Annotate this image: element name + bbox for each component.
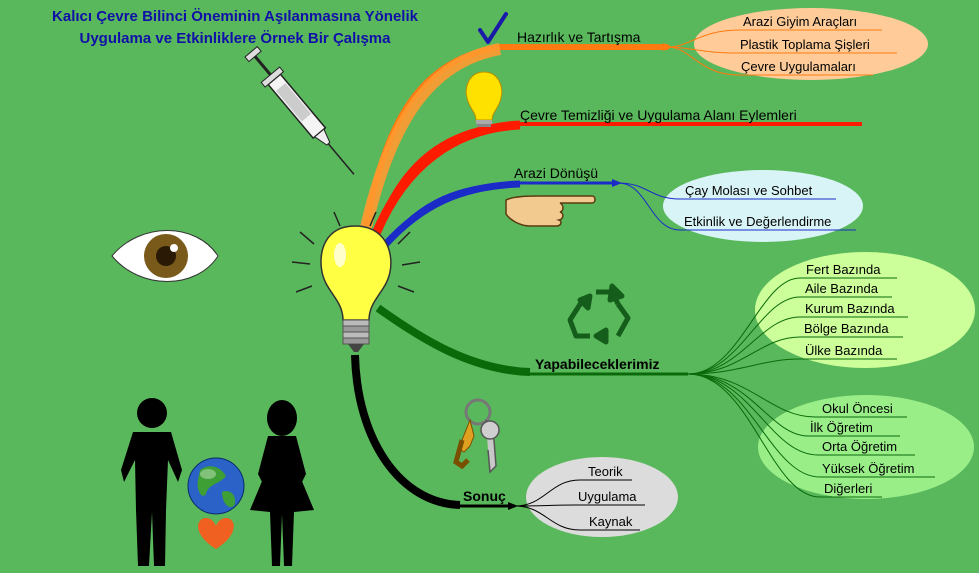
title-line-1: Kalıcı Çevre Bilinci Öneminin Aşılanması… — [52, 8, 418, 25]
yapabilecek-item: Diğerleri — [824, 481, 873, 496]
arazi-label: Arazi Dönüşü — [514, 165, 598, 181]
yapabilecek-item: Bölge Bazında — [804, 321, 889, 336]
arazi-subbranches — [617, 182, 856, 231]
sonuc-item: Teorik — [588, 464, 623, 479]
sonuc-bubble — [526, 457, 678, 537]
sonuc-item: Uygulama — [578, 489, 637, 504]
temizlik-label: Çevre Temizliği ve Uygulama Alanı Eyleml… — [520, 107, 797, 123]
small-lightbulb-icon — [465, 71, 503, 127]
woman-silhouette-icon — [250, 400, 314, 566]
yapabilecek-item: Okul Öncesi — [822, 401, 893, 416]
eye-icon — [111, 230, 219, 282]
yapabilecek-subbranches — [687, 277, 935, 498]
keys-icon — [453, 398, 500, 474]
arazi-item: Etkinlik ve Değerlendirme — [684, 214, 831, 229]
hazirlik-item: Plastik Toplama Şişleri — [740, 37, 870, 52]
hazirlik-item: Çevre Uygulamaları — [741, 59, 856, 74]
yapabilecek-item: Kurum Bazında — [805, 301, 895, 316]
yapabilecek-item: İlk Öğretim — [810, 420, 873, 435]
lightbulb-icon — [291, 211, 421, 352]
hazirlik-label: Hazırlık ve Tartışma — [517, 29, 641, 45]
diagram-title: Kalıcı Çevre Bilinci Öneminin Aşılanması… — [0, 6, 470, 50]
sonuc-item: Kaynak — [589, 514, 633, 529]
yapabilecek-item: Aile Bazında — [805, 281, 879, 296]
sonuc-label: Sonuç — [463, 488, 506, 504]
yapabilecek-bottom-bubble — [758, 395, 974, 499]
recycle-icon — [567, 283, 631, 345]
heart-icon — [198, 518, 234, 549]
yapabilecek-item: Orta Öğretim — [822, 439, 897, 454]
arazi-item: Çay Molası ve Sohbet — [685, 183, 813, 198]
yapabilecek-item: Ülke Bazında — [805, 343, 883, 358]
yapabilecek-item: Fert Bazında — [806, 262, 881, 277]
yapabilecek-top-bubble — [755, 252, 975, 368]
title-line-2: Uygulama ve Etkinliklere Örnek Bir Çalış… — [79, 30, 391, 47]
hazirlik-item: Arazi Giyim Araçları — [743, 14, 857, 29]
yapabilecek-item: Yüksek Öğretim — [822, 461, 914, 476]
hazirlik-subbranches — [667, 29, 897, 76]
arazi-bubble — [663, 170, 863, 242]
yapabilecek-label: Yapabileceklerimiz — [535, 356, 660, 372]
pointing-hand-icon — [505, 195, 596, 227]
checkmark-icon — [478, 12, 508, 44]
hazirlik-bubble — [694, 8, 928, 80]
man-silhouette-icon — [121, 398, 182, 566]
syringe-icon — [244, 45, 355, 175]
sonuc-subbranches — [514, 479, 645, 531]
globe-icon — [187, 457, 245, 515]
